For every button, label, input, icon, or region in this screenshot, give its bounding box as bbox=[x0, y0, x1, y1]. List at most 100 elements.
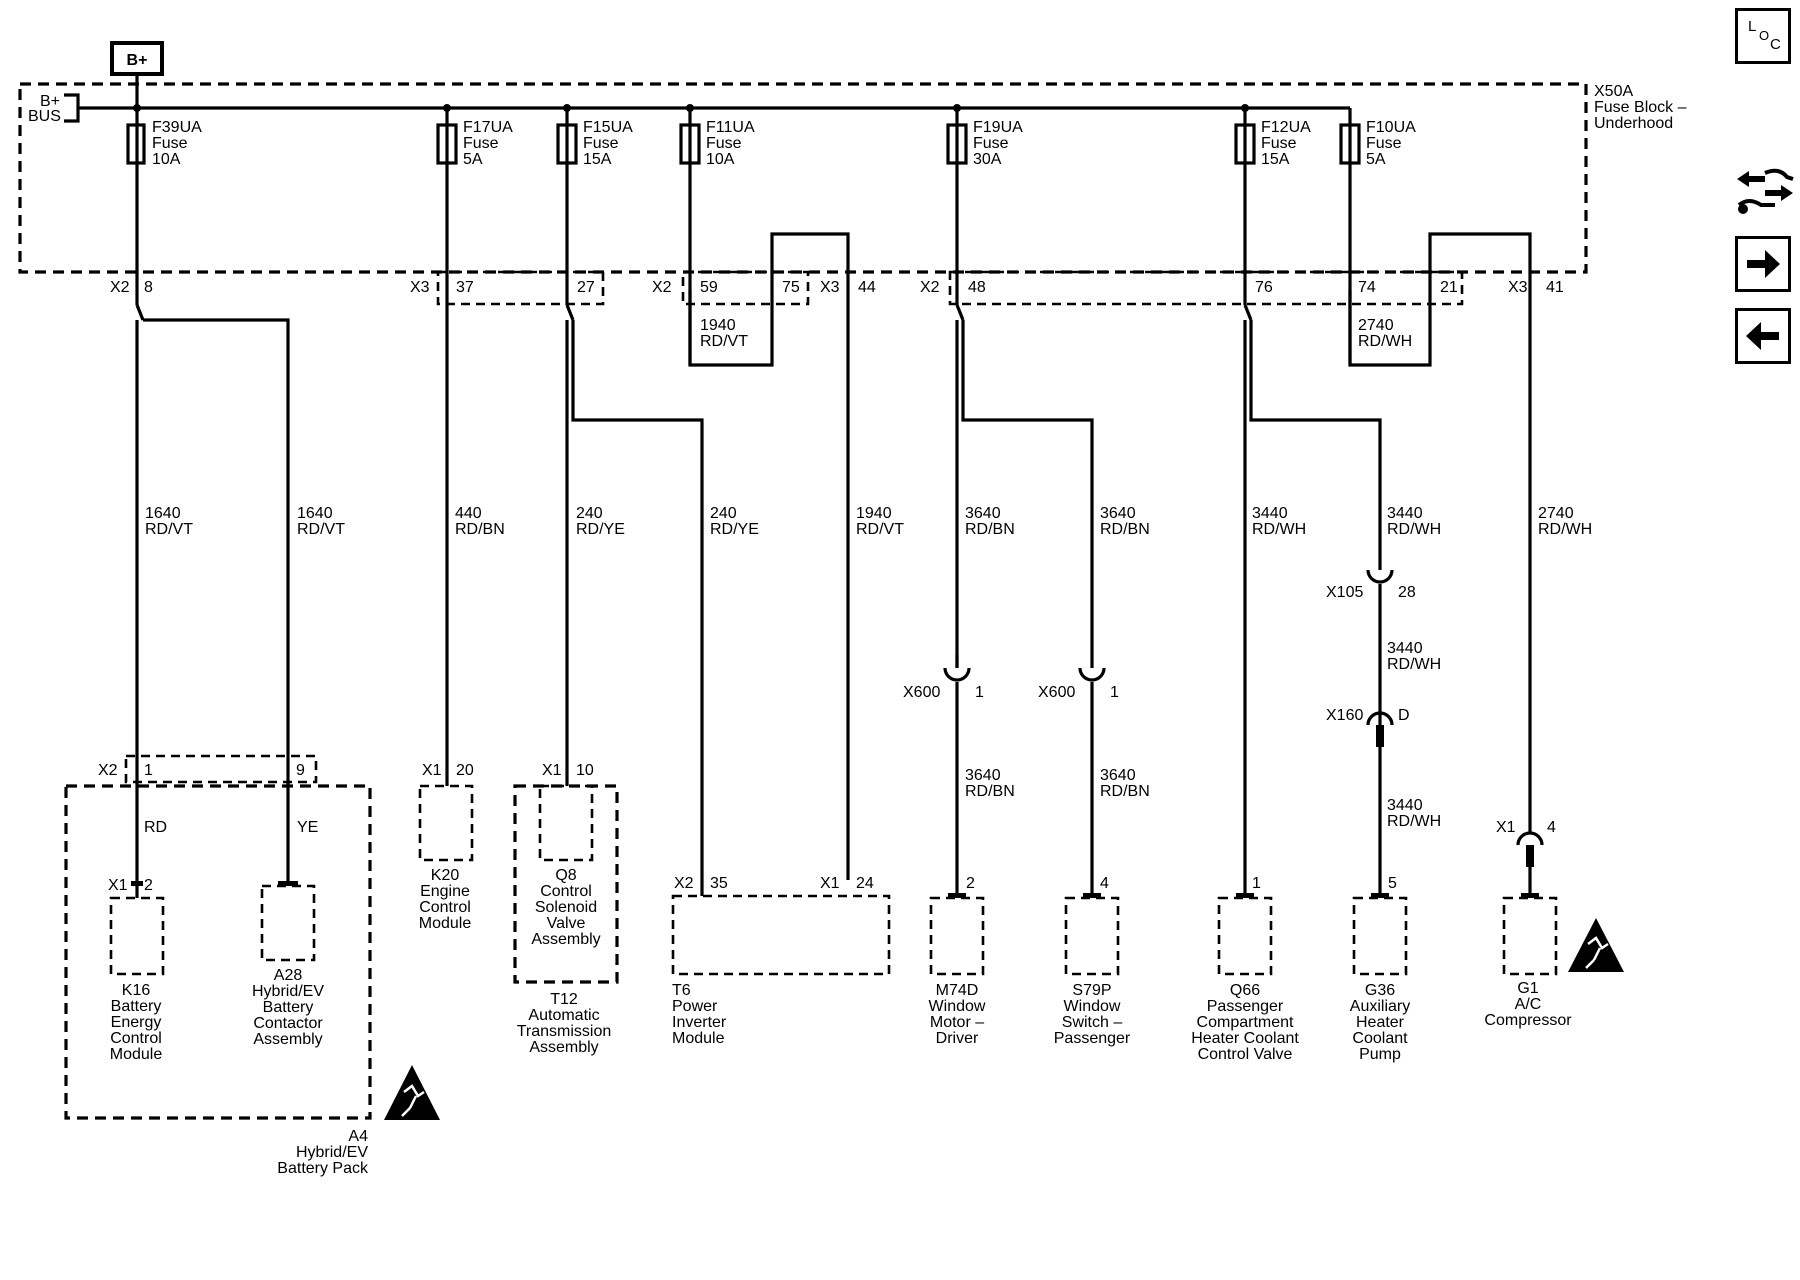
fuse-f17ua: F17UA Fuse 5A bbox=[436, 104, 513, 290]
svg-text:Control: Control bbox=[419, 899, 471, 916]
connector-view-icon[interactable] bbox=[1735, 165, 1795, 221]
svg-text:Switch –: Switch – bbox=[1062, 1014, 1123, 1031]
svg-text:M74D: M74D bbox=[936, 982, 979, 999]
svg-text:F12UA: F12UA bbox=[1261, 119, 1311, 136]
a4-battery-pack: X2 1 9 RD YE X1 2 A4 Hybrid/EV Battery P… bbox=[64, 754, 440, 1177]
svg-text:F19UA: F19UA bbox=[973, 119, 1023, 136]
left-arrow-glyph bbox=[1746, 322, 1779, 350]
connector-x2-region-a bbox=[681, 270, 810, 306]
svg-text:Driver: Driver bbox=[936, 1030, 979, 1047]
svg-text:Transmission: Transmission bbox=[517, 1023, 612, 1040]
location-glyph: L O C bbox=[1748, 18, 1781, 53]
svg-text:27: 27 bbox=[577, 279, 595, 296]
svg-text:5A: 5A bbox=[463, 151, 483, 168]
svg-text:Fuse: Fuse bbox=[152, 135, 188, 152]
svg-text:Passenger: Passenger bbox=[1054, 1030, 1131, 1047]
previous-page-icon[interactable] bbox=[1735, 308, 1791, 364]
svg-text:RD/WH: RD/WH bbox=[1538, 521, 1592, 538]
svg-text:Fuse: Fuse bbox=[1261, 135, 1297, 152]
svg-text:RD/BN: RD/BN bbox=[1100, 783, 1150, 800]
svg-text:20: 20 bbox=[456, 762, 474, 779]
circuit-440: 440 RD/BN bbox=[445, 290, 505, 786]
svg-text:K16: K16 bbox=[122, 982, 151, 999]
fuse-f15ua: F15UA Fuse 15A bbox=[556, 104, 633, 290]
svg-text:240: 240 bbox=[576, 505, 603, 522]
svg-text:Fuse: Fuse bbox=[1366, 135, 1402, 152]
svg-text:Assembly: Assembly bbox=[529, 1039, 598, 1056]
svg-text:X2: X2 bbox=[652, 279, 672, 296]
component-a28: A28 Hybrid/EV Battery Contactor Assembly bbox=[252, 881, 324, 1048]
svg-text:Control: Control bbox=[540, 883, 592, 900]
svg-text:X600: X600 bbox=[1038, 684, 1075, 701]
component-s79p: 4 S79P Window Switch – Passenger bbox=[1054, 875, 1131, 1047]
svg-text:37: 37 bbox=[456, 279, 474, 296]
svg-text:3640: 3640 bbox=[965, 767, 1001, 784]
svg-text:10: 10 bbox=[576, 762, 594, 779]
svg-text:L: L bbox=[1748, 18, 1756, 35]
next-page-icon[interactable] bbox=[1735, 236, 1791, 292]
svg-text:1: 1 bbox=[1252, 875, 1261, 892]
svg-text:X1: X1 bbox=[542, 762, 562, 779]
location-icon[interactable]: L O C bbox=[1735, 8, 1791, 64]
svg-text:Fuse: Fuse bbox=[463, 135, 499, 152]
svg-text:RD/WH: RD/WH bbox=[1358, 333, 1412, 350]
svg-text:75: 75 bbox=[782, 279, 800, 296]
svg-text:X3: X3 bbox=[1508, 279, 1528, 296]
svg-text:YE: YE bbox=[297, 819, 318, 836]
svg-text:3440: 3440 bbox=[1387, 640, 1423, 657]
svg-text:Hybrid/EV: Hybrid/EV bbox=[296, 1144, 368, 1161]
svg-text:Battery: Battery bbox=[111, 998, 162, 1015]
splice-pin27: 240 RD/YE 240 RD/YE 1940 RD/VT bbox=[565, 290, 904, 896]
svg-text:F15UA: F15UA bbox=[583, 119, 633, 136]
bplus-label: B+ bbox=[127, 52, 148, 69]
inline-connector-x105: X105 28 3440 RD/WH bbox=[1326, 569, 1441, 725]
component-q66: 1 Q66 Passenger Compartment Heater Coola… bbox=[1191, 875, 1299, 1063]
svg-text:Motor –: Motor – bbox=[930, 1014, 984, 1031]
svg-text:15A: 15A bbox=[1261, 151, 1290, 168]
svg-text:Auxiliary: Auxiliary bbox=[1350, 998, 1410, 1015]
fuse-f39ua: F39UA Fuse 10A bbox=[126, 104, 202, 290]
svg-text:Heater Coolant: Heater Coolant bbox=[1191, 1030, 1299, 1047]
svg-text:1640: 1640 bbox=[145, 505, 181, 522]
svg-text:Battery Pack: Battery Pack bbox=[277, 1160, 369, 1177]
svg-text:21: 21 bbox=[1440, 279, 1458, 296]
component-m74d: 2 M74D Window Motor – Driver bbox=[929, 875, 986, 1047]
svg-text:10A: 10A bbox=[152, 151, 181, 168]
fuse-block-pin-labels: X2 8 X3 37 27 X2 59 75 X3 44 X2 48 76 74… bbox=[110, 279, 1564, 296]
svg-text:S79P: S79P bbox=[1072, 982, 1111, 999]
svg-text:K20: K20 bbox=[431, 867, 460, 884]
svg-text:RD/WH: RD/WH bbox=[1387, 656, 1441, 673]
inline-connector-x600-driver: X600 1 3640 RD/BN bbox=[903, 655, 1015, 896]
svg-text:X2: X2 bbox=[920, 279, 940, 296]
svg-text:RD/VT: RD/VT bbox=[145, 521, 193, 538]
svg-text:3440: 3440 bbox=[1252, 505, 1288, 522]
svg-text:BUS: BUS bbox=[28, 108, 61, 125]
svg-text:3640: 3640 bbox=[1100, 505, 1136, 522]
svg-text:Solenoid: Solenoid bbox=[535, 899, 597, 916]
component-t6: X2 35 X1 24 T6 Power Inverter Module bbox=[671, 875, 891, 1047]
svg-text:2: 2 bbox=[966, 875, 975, 892]
svg-text:15A: 15A bbox=[583, 151, 612, 168]
svg-text:2: 2 bbox=[144, 877, 153, 894]
svg-text:RD/BN: RD/BN bbox=[965, 783, 1015, 800]
fuse-f19ua: F19UA Fuse 30A bbox=[946, 104, 1023, 290]
svg-text:X3: X3 bbox=[820, 279, 840, 296]
svg-text:X2: X2 bbox=[110, 279, 130, 296]
svg-text:RD/WH: RD/WH bbox=[1387, 813, 1441, 830]
svg-text:Hybrid/EV: Hybrid/EV bbox=[252, 983, 324, 1000]
svg-text:Valve: Valve bbox=[547, 915, 586, 932]
svg-text:44: 44 bbox=[858, 279, 876, 296]
right-arrow-glyph bbox=[1747, 250, 1780, 278]
svg-text:Underhood: Underhood bbox=[1594, 115, 1673, 132]
splice-pin8: 1640 RD/VT 1640 RD/VT bbox=[135, 290, 345, 884]
svg-text:X160: X160 bbox=[1326, 707, 1363, 724]
svg-text:Assembly: Assembly bbox=[253, 1031, 322, 1048]
high-voltage-warning-icon bbox=[1568, 918, 1624, 972]
svg-text:RD: RD bbox=[144, 819, 167, 836]
svg-text:X600: X600 bbox=[903, 684, 940, 701]
svg-text:5: 5 bbox=[1388, 875, 1397, 892]
connector-x3-region bbox=[436, 270, 605, 306]
svg-text:8: 8 bbox=[144, 279, 153, 296]
svg-text:Module: Module bbox=[110, 1046, 163, 1063]
